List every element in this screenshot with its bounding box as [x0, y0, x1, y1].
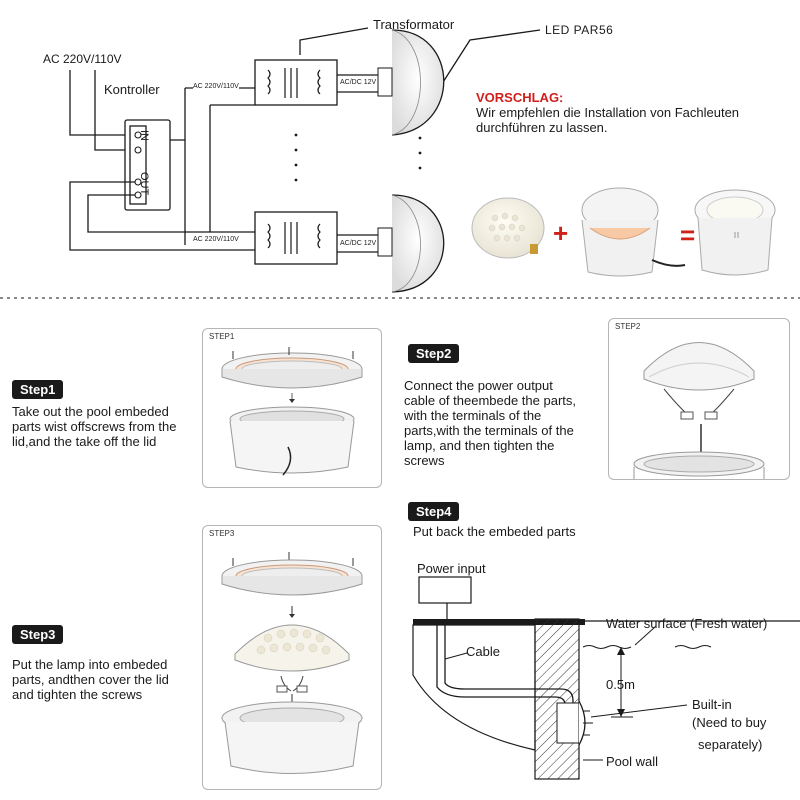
assembly-illustration	[471, 187, 776, 277]
step2-line-3: with the terminals of the	[404, 408, 542, 423]
depth-label: 0.5m	[606, 677, 635, 692]
power-input-box	[418, 576, 472, 604]
ac-input-wire-2	[94, 115, 125, 151]
step2-line-4: parts,with the terminals of the	[404, 423, 574, 438]
power-input-label: Power input	[417, 561, 486, 576]
separately-label: separately)	[698, 737, 763, 752]
step2-line-6: screws	[404, 453, 445, 468]
step2-line-5: lamp, and then tighten the	[404, 438, 555, 453]
step2-text: Connect the power output cable of theemb…	[404, 378, 576, 468]
step2-card-tag: STEP2	[615, 322, 641, 331]
built-in-label: Built-in	[692, 697, 732, 712]
step2-badge: Step2	[408, 344, 460, 363]
transformer-label: Transformator	[373, 17, 455, 32]
step1-card-tag: STEP1	[209, 332, 235, 341]
wiring-diagram	[0, 27, 800, 299]
ac-input-wire-1	[69, 105, 125, 136]
step4-text: Put back the embeded parts	[413, 524, 576, 539]
suggestion-title: VORSCHLAG:	[476, 90, 564, 105]
need-to-buy-label: (Need to buy	[692, 715, 767, 730]
assembled-image	[694, 189, 776, 276]
ac-small-label-bottom: AC 220V/110V	[193, 236, 239, 243]
step3-badge: Step3	[12, 625, 64, 644]
step3-card-tag: STEP3	[209, 529, 235, 538]
acdc-label-bottom: AC/DC 12V	[340, 240, 377, 247]
pool-wall	[534, 618, 580, 780]
suggestion-block: VORSCHLAG: Wir empfehlen die Installatio…	[476, 90, 739, 135]
step1-card: STEP1	[202, 328, 382, 488]
cable-label: Cable	[466, 644, 500, 659]
step3-line-2: parts, andthen cover the lid	[12, 672, 169, 687]
suggestion-line-1: Wir empfehlen die Installation von Fachl…	[476, 105, 740, 120]
plus-sign: +	[553, 218, 569, 248]
step1-line-3: lid,and the take off the lid	[12, 434, 157, 449]
step1-badge: Step1	[12, 380, 64, 399]
acdc-label-top: AC/DC 12V	[340, 79, 377, 86]
step2-line-2: cable of theembede the parts,	[404, 393, 577, 408]
controller-out-label: OUT	[138, 172, 150, 196]
installation-diagram	[412, 576, 800, 780]
pool-wall-label: Pool wall	[606, 754, 659, 769]
step3-line-3: and tighten the screws	[12, 687, 143, 702]
transformer-top	[254, 59, 338, 106]
led-lamp-top	[377, 29, 445, 136]
step1-line-1: Take out the pool embeded	[12, 404, 169, 419]
built-in-lamp	[556, 700, 593, 746]
controller-label: Kontroller	[104, 82, 160, 97]
led-par56-label: LED PAR56	[545, 23, 614, 37]
step3-line-1: Put the lamp into embeded	[12, 657, 168, 672]
out-wire-1	[69, 181, 255, 251]
bulb-image	[471, 197, 545, 259]
transformer-bottom	[254, 211, 338, 265]
step2-card: STEP2	[608, 318, 790, 480]
ac-input-label: AC 220V/110V	[43, 52, 122, 66]
equals-sign: =	[680, 220, 696, 250]
out-wire-2	[87, 194, 255, 233]
step4-line-1: Put back the embeded parts	[413, 524, 576, 539]
step4-badge: Step4	[408, 502, 460, 521]
water-surface-label: Water surface (Fresh water)	[606, 616, 768, 631]
step3-text: Put the lamp into embeded parts, andthen…	[12, 657, 169, 702]
ac-small-label-top: AC 220V/110V	[193, 83, 239, 90]
step1-line-2: parts wist offscrews from the	[12, 419, 177, 434]
controller-in-label: IN	[138, 130, 150, 141]
step3-card: STEP3	[202, 525, 382, 790]
step1-text: Take out the pool embeded parts wist off…	[12, 404, 176, 449]
niche-image	[581, 187, 686, 277]
suggestion-line-2: durchführen zu lassen.	[476, 120, 608, 135]
step2-line-1: Connect the power output	[404, 378, 553, 393]
led-lamp-bottom	[377, 194, 445, 293]
